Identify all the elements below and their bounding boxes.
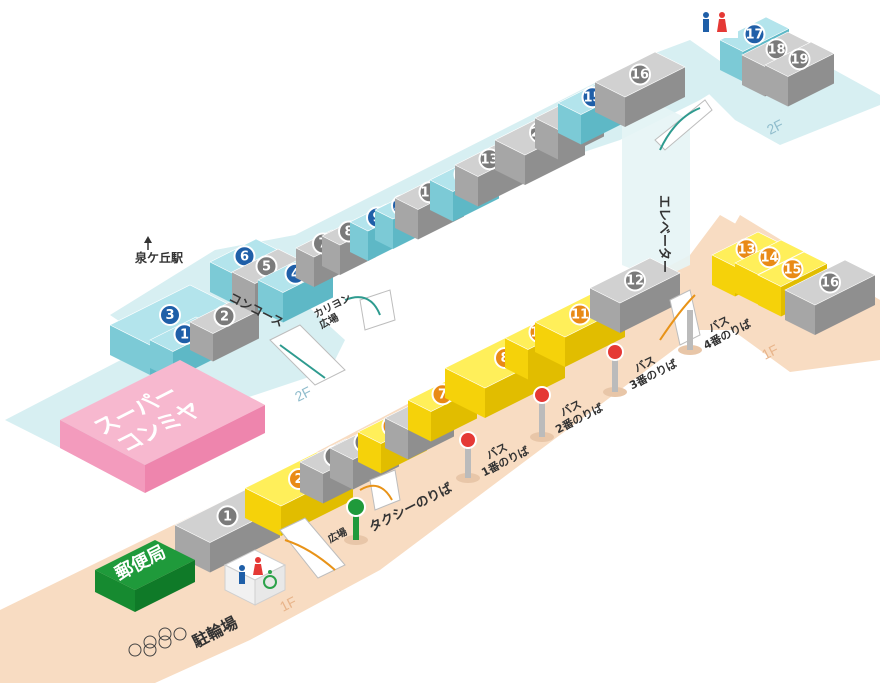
shop-number: 6 (240, 249, 249, 264)
stairs-icon (654, 99, 713, 151)
elevator-shaft (622, 104, 690, 280)
bus-stop-4[interactable] (678, 310, 702, 355)
shop-number-badge (216, 505, 239, 528)
bus-stop-icon (606, 343, 624, 361)
shop-number-badge (629, 63, 651, 86)
shop-number: 14 (760, 250, 778, 265)
taxi-stop-icon (346, 497, 366, 517)
bus-stop-icon (459, 431, 477, 449)
stairs-icon (269, 324, 346, 386)
shop-number-badge (159, 304, 181, 326)
shop-number: 13 (737, 242, 755, 257)
shop-number: 17 (745, 27, 763, 42)
shop-number-badge (781, 258, 804, 281)
floor-1f-marker: 1F (277, 593, 299, 615)
bus-stop-2[interactable] (530, 386, 554, 442)
shop-number: 15 (783, 262, 801, 277)
elevator-label: エレベーター (656, 195, 671, 273)
shop-number-badge (819, 271, 841, 294)
restroom-block-1f[interactable] (223, 549, 287, 606)
shop-number: 11 (571, 308, 589, 323)
bus-stop-1[interactable] (456, 431, 480, 483)
shop-number-badge (743, 23, 766, 46)
shop-number: 16 (821, 276, 839, 291)
shop-number: 8 (344, 225, 353, 240)
bus-stop-3[interactable] (603, 343, 627, 397)
shop-1f-12[interactable]: 12 (589, 257, 681, 333)
restroom-block-2f[interactable] (690, 8, 738, 38)
floor-1f-marker: 1F (759, 341, 781, 363)
floor-2f-marker: 2F (292, 383, 314, 405)
shop-number: 16 (631, 68, 649, 83)
bicycle-icon (128, 627, 187, 657)
shop-number: 2 (220, 309, 229, 324)
floor-1f-shops: 1234567810111213141516 (174, 231, 876, 573)
shop-2f-19[interactable]: 19 (764, 41, 835, 107)
shop-number-badge (758, 246, 781, 269)
shop-2f-2[interactable]: 2 (189, 298, 260, 362)
stairs-icon (344, 289, 396, 331)
shop-number: 1 (180, 327, 189, 342)
bus-stop-icon (533, 386, 551, 404)
shop-number: 12 (626, 274, 644, 289)
floor-2f-marker: 2F (764, 116, 786, 138)
shop-number: 19 (790, 52, 808, 67)
supermarket-block[interactable]: スーパー コンミヤ (60, 360, 265, 493)
taxi-stand[interactable] (344, 497, 368, 545)
shop-number: 13 (480, 152, 498, 167)
shop-number: 3 (165, 308, 174, 323)
restroom-icon (703, 12, 727, 32)
stairs-icon (359, 469, 401, 511)
shop-number: 7 (438, 387, 447, 402)
shop-1f-16[interactable]: 16 (784, 259, 876, 335)
post-office-block[interactable]: 郵便局 (95, 540, 195, 612)
shop-number-badge (788, 48, 811, 71)
restroom-icon (239, 557, 263, 584)
stairs-icon (279, 517, 346, 579)
accessible-restroom-icon (263, 570, 277, 589)
floor-2f-shops: 3126547891011121320141516171819 (109, 16, 835, 380)
shop-number: 5 (262, 259, 271, 274)
shop-number-badge (624, 269, 646, 292)
shop-number-badge (213, 305, 236, 328)
shop-number: 4 (291, 267, 300, 282)
shop-number: 18 (767, 42, 785, 57)
izumigaoka-station-label: 泉ケ丘駅 (135, 250, 184, 265)
up-arrow-icon (144, 236, 152, 250)
shop-2f-16[interactable]: 16 (594, 51, 686, 127)
shop-number: 2 (294, 472, 303, 487)
shop-number: 1 (223, 509, 232, 524)
